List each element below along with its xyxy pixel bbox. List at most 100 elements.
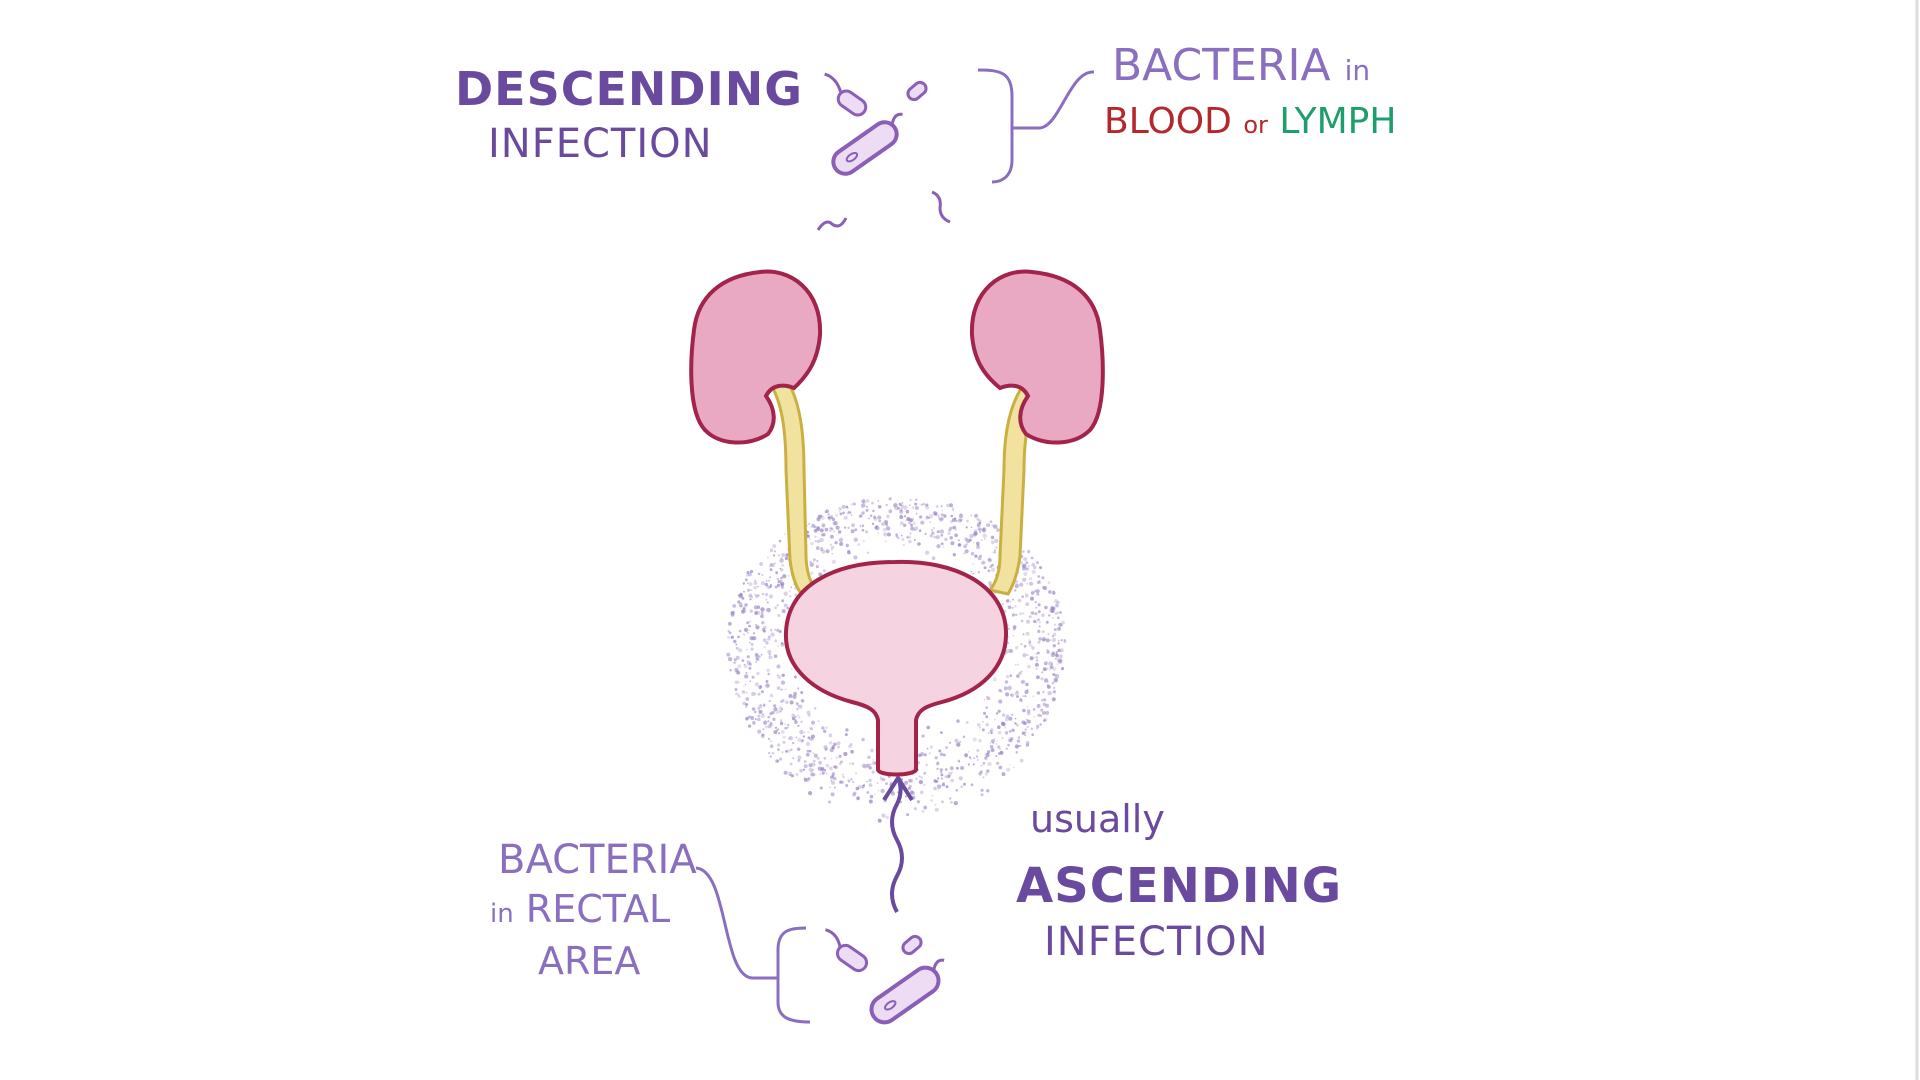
inflammation-dot [969,757,972,760]
inflammation-dot [1021,670,1023,673]
inflammation-dot [1035,652,1038,655]
inflammation-dot [937,777,940,780]
inflammation-dot [1034,612,1038,616]
inflammation-dot [802,735,806,738]
inflammation-dot [777,554,781,557]
inflammation-dot [1014,691,1019,696]
inflammation-dot [765,680,769,683]
inflammation-dot [1052,690,1056,694]
inflammation-dot [885,815,889,820]
inflammation-dot [941,783,946,787]
inflammation-dot [1006,767,1011,772]
inflammation-dot [939,517,944,521]
inflammation-dot [758,704,763,710]
inflammation-dot [849,743,853,746]
inflammation-dot [845,728,849,732]
inflammation-dot [1029,640,1032,643]
inflammation-dot [738,629,742,633]
inflammation-dot [1011,713,1014,717]
inflammation-dot [942,753,946,757]
inflammation-dot [1037,618,1040,621]
inflammation-dot [753,581,758,585]
inflammation-dot [776,664,781,669]
inflammation-dot [888,509,893,514]
inflammation-dot [758,709,763,714]
inflammation-dot [784,556,789,560]
inflammation-dot [746,582,749,585]
inflammation-dot [948,741,951,744]
inflammation-dot [828,741,833,745]
inflammation-dot [1036,659,1039,662]
inflammation-dot [851,523,855,528]
inflammation-dot [970,514,973,517]
inflammation-dot [752,636,757,641]
inflammation-dot [1014,722,1017,725]
inflammation-dot [731,610,735,615]
inflammation-dot [850,514,853,516]
bacterium-icon [824,928,869,973]
inflammation-dot [1053,623,1057,626]
inflammation-dot [1009,648,1014,654]
inflammation-dot [1001,722,1006,727]
inflammation-dot [763,703,766,706]
inflammation-dot [770,632,775,637]
inflammation-dot [1057,639,1060,642]
inflammation-dot [824,747,828,751]
inflammation-dot [810,734,816,739]
inflammation-dot [987,732,990,734]
inflammation-dot [773,562,776,565]
inflammation-dot [745,573,750,577]
inflammation-dot [809,560,812,564]
inflammation-dot [868,799,873,804]
inflammation-dot [737,664,742,669]
inflammation-dot [937,788,940,791]
inflammation-dot [848,780,851,784]
inflammation-dot [869,767,872,769]
inflammation-dot [945,785,949,789]
inflammation-dot [877,818,882,823]
inflammation-dot [1016,695,1019,698]
inflammation-dot [1041,630,1045,633]
inflammation-dot [1003,686,1008,691]
inflammation-dot [1055,603,1059,608]
inflammation-dot [774,639,778,643]
inflammation-dot [830,527,834,531]
inflammation-dot [737,693,740,697]
inflammation-dot [1058,658,1063,663]
inflammation-dot [1059,648,1064,653]
inflammation-dot [760,690,765,694]
inflammation-dot [936,530,940,534]
inflammation-dot [977,759,979,761]
inflammation-dot [813,525,817,529]
inflammation-dot [806,534,811,538]
inflammation-dot [786,606,790,610]
inflammation-dot [799,730,804,735]
inflammation-dot [1036,581,1040,584]
inflammation-dot [973,529,978,533]
inflammation-dot [1022,653,1027,658]
inflammation-dot [906,517,910,521]
inflammation-dot [1018,671,1022,675]
inflammation-dot [936,767,939,770]
inflammation-dot [1048,668,1051,671]
descending-bacteria-group [816,68,1095,231]
inflammation-dot [754,579,757,582]
inflammation-dot [1042,690,1045,694]
ascending-source-line1: Bacteria [498,837,697,883]
inflammation-dot [879,777,884,781]
inflammation-dot [1016,739,1021,743]
inflammation-dot [940,773,944,777]
inflammation-dot [895,533,898,536]
inflammation-dot [849,511,852,514]
inflammation-dot [758,655,761,658]
inflammation-dot [877,789,880,792]
inflammation-dot [982,762,986,765]
inflammation-dot [1032,708,1036,711]
inflammation-dot [1056,600,1060,604]
inflammation-dot [1012,598,1014,601]
inflammation-dot [978,528,982,532]
inflammation-dot [753,593,756,596]
inflammation-dot [934,756,938,760]
inflammation-dot [994,549,996,552]
